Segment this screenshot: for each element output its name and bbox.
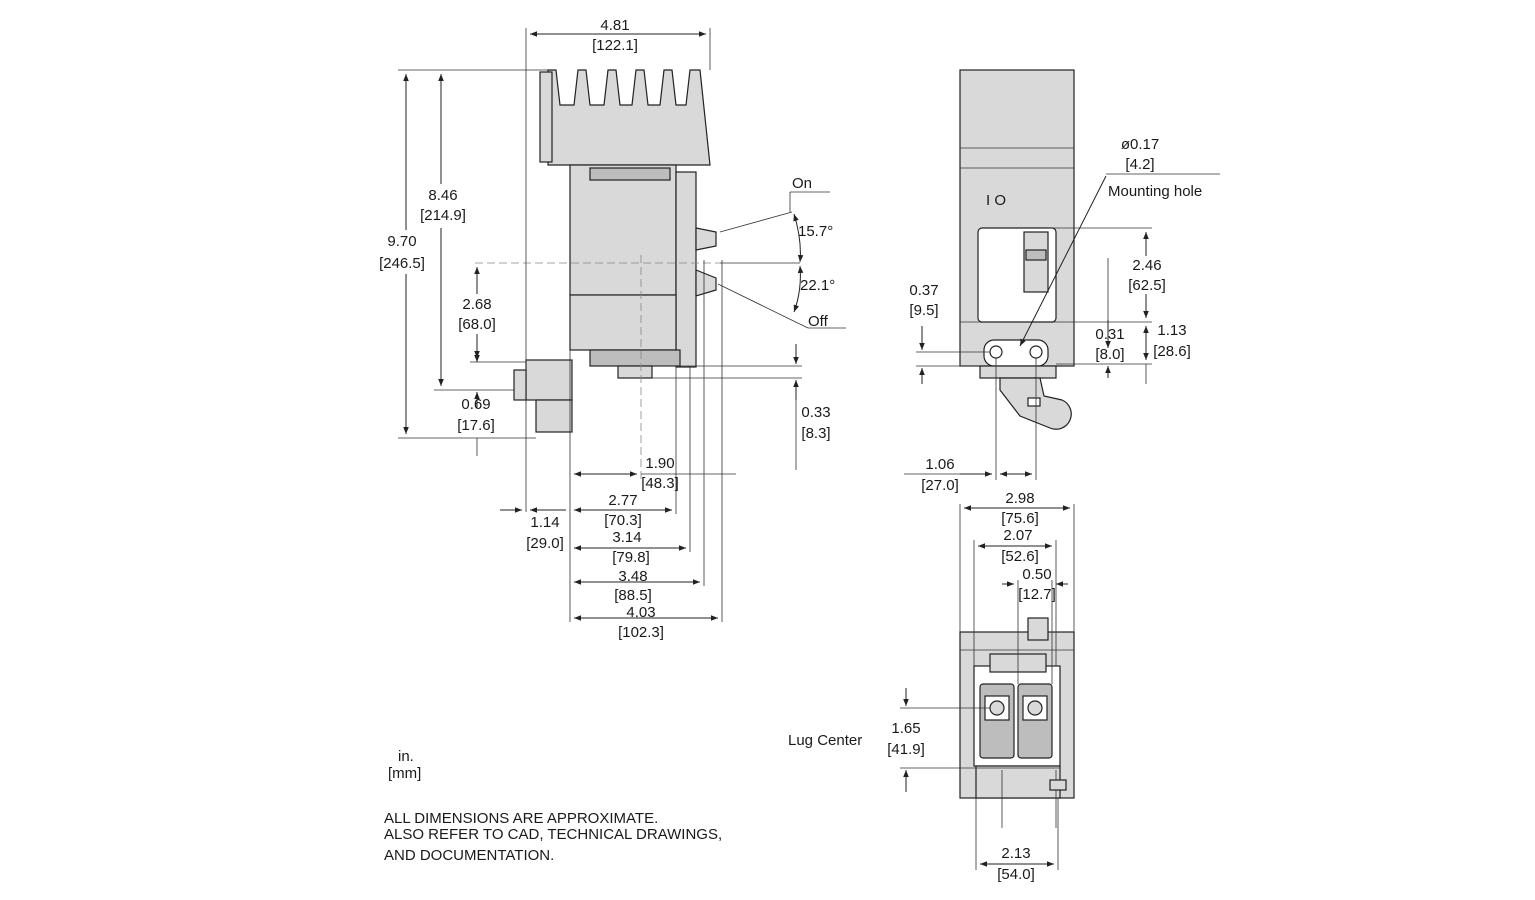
dim-207-in: 2.07 [1003,527,1032,544]
dim-207-mm: [52.6] [1001,548,1039,565]
front-mount-hole-right [1029,345,1043,359]
dim-246-in: 2.46 [1132,257,1161,274]
legend-notes: in. [mm] ALL DIMENSIONS ARE APPROXIMATE.… [384,748,722,864]
dim-481-in: 4.81 [600,17,629,34]
dim-314-mm: [79.8] [612,549,650,566]
dim-031-in: 0.31 [1095,326,1124,343]
dim-165-in: 1.65 [891,720,920,737]
front-view: I O ø0.17 [4.2] Mounting hole 2.46 [62.5… [904,69,1220,494]
side-handle-off [695,269,717,297]
side-fin-left [539,71,553,163]
bottom-lug-right [1017,683,1053,759]
side-lower-band [589,349,681,367]
dim-031-mm: [8.0] [1095,346,1124,363]
dim-481-mm: [122.1] [592,37,638,54]
bottom-view: 2.98 [75.6] 2.07 [52.6] 0.50 [12.7] 1.65… [788,490,1075,883]
dim-268-mm: [68.0] [458,316,496,333]
front-clip-slot [1027,397,1041,407]
side-lug-terminal [535,399,573,433]
dim-hole-in: ø0.17 [1121,136,1159,153]
side-front-plate [675,171,697,368]
dim-114-mm: [29.0] [526,535,564,552]
dim-190-in: 1.90 [645,455,674,472]
dim-970-in: 9.70 [387,233,416,250]
dim-113-in: 1.13 [1157,322,1186,339]
angle-on: 15.7° [798,223,833,240]
dim-298-in: 2.98 [1005,490,1034,507]
note-line-3: AND DOCUMENTATION. [384,847,554,864]
dim-970-mm: [246.5] [379,255,425,272]
dim-348-in: 3.48 [618,568,647,585]
off-label: Off [808,313,829,330]
angle-off: 22.1° [800,277,835,294]
dim-846-mm: [214.9] [420,207,466,224]
dim-hole-mm: [4.2] [1125,156,1154,173]
dim-113-mm: [28.6] [1153,343,1191,360]
mounting-hole-label: Mounting hole [1108,183,1202,200]
dim-114-in: 1.14 [530,514,559,531]
front-symbols: I O [986,192,1006,209]
dim-213-mm: [54.0] [997,866,1035,883]
dim-403-in: 4.03 [626,604,655,621]
front-handle-grip [1025,249,1047,261]
side-lug-tab [513,369,527,401]
dim-069-in: 0.69 [461,396,490,413]
dim-165-mm: [41.9] [887,741,925,758]
dim-037-in: 0.37 [909,282,938,299]
side-fins [547,69,711,166]
dim-037-mm: [9.5] [909,302,938,319]
side-handle-on [695,227,717,251]
dim-213-in: 2.13 [1001,845,1030,862]
dim-246-mm: [62.5] [1128,277,1166,294]
front-handle [1023,231,1049,293]
dim-106-mm: [27.0] [921,477,959,494]
dim-314-in: 3.14 [612,529,641,546]
dim-033-mm: [8.3] [801,425,830,442]
bottom-tab [1027,617,1049,641]
dim-069-mm: [17.6] [457,417,495,434]
side-upper-body [569,164,677,296]
dim-190-mm: [48.3] [641,475,679,492]
front-base-strip [979,365,1057,379]
note-line-1: ALL DIMENSIONS ARE APPROXIMATE. [384,810,658,827]
side-view: 4.81 [122.1] 9.70 [246.5] 8.46 [214.9] 2… [368,17,846,641]
dim-033-in: 0.33 [801,404,830,421]
bottom-base [975,765,1061,799]
bottom-lug-left [979,683,1015,759]
dim-846-in: 8.46 [428,187,457,204]
dim-403-mm: [102.3] [618,624,664,641]
dim-277-mm: [70.3] [604,512,642,529]
bottom-lug-screw-right [1027,700,1043,716]
side-foot [617,365,653,379]
dim-268-in: 2.68 [462,296,491,313]
side-upper-band [589,167,671,181]
units-mm: [mm] [388,765,421,782]
bottom-pin [1049,779,1067,791]
dim-277-in: 2.77 [608,492,637,509]
note-line-2: ALSO REFER TO CAD, TECHNICAL DRAWINGS, [384,826,722,843]
dim-106-in: 1.06 [925,456,954,473]
on-label: On [792,175,812,192]
dim-298-mm: [75.6] [1001,510,1039,527]
dim-050-in: 0.50 [1022,566,1051,583]
dim-348-mm: [88.5] [614,587,652,604]
lug-center-label: Lug Center [788,732,862,749]
front-mount-hole-left [989,345,1003,359]
dim-050-mm: [12.7] [1018,586,1056,603]
side-lug-block [525,359,573,401]
units-inches: in. [398,748,414,765]
side-lower-body [569,294,677,351]
bottom-lug-screw-left [989,700,1005,716]
